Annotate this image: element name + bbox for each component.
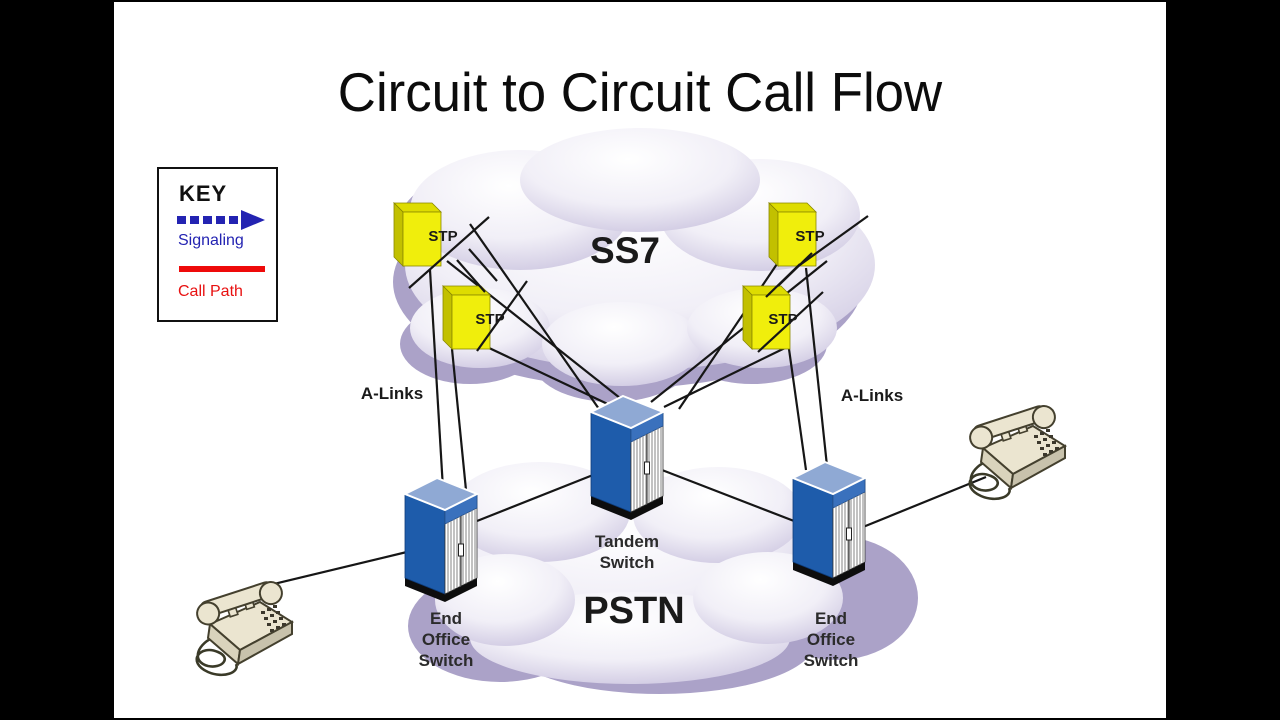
stp-label-bottom-left: STP: [475, 311, 505, 328]
legend-box: KEY Signaling Call Path: [157, 167, 278, 322]
end-office-switch-left: [404, 477, 478, 603]
end-office-switch-label-right: End Office Switch: [803, 609, 859, 671]
ss7-cloud-label: SS7: [590, 230, 660, 271]
stp-label-bottom-right: STP: [768, 311, 798, 328]
end-office-switch-right: [792, 461, 866, 587]
telephone-left: [192, 576, 294, 677]
stp-label-top-right: STP: [795, 228, 825, 245]
legend-heading: KEY: [179, 181, 228, 206]
stp-cross-links: [408, 215, 869, 353]
a-links-label-left: A-Links: [360, 384, 424, 403]
telephone-right: [965, 400, 1067, 501]
signaling-label: Signaling: [178, 232, 244, 249]
link-lines: [252, 223, 987, 591]
pstn-cloud: [435, 462, 843, 684]
tandem-switch: [590, 395, 664, 521]
pstn-cloud-label: PSTN: [583, 590, 685, 632]
stp-label-top-left: STP: [428, 228, 458, 245]
slide-title: Circuit to Circuit Call Flow: [337, 61, 943, 123]
call-path-label: Call Path: [178, 283, 243, 300]
signaling-arrow-icon: [177, 210, 265, 230]
call-path-line-icon: [179, 266, 265, 272]
a-links-label-right: A-Links: [840, 386, 904, 405]
tandem-switch-label: Tandem Switch: [595, 532, 659, 573]
end-office-switch-label-left: End Office Switch: [418, 609, 474, 671]
